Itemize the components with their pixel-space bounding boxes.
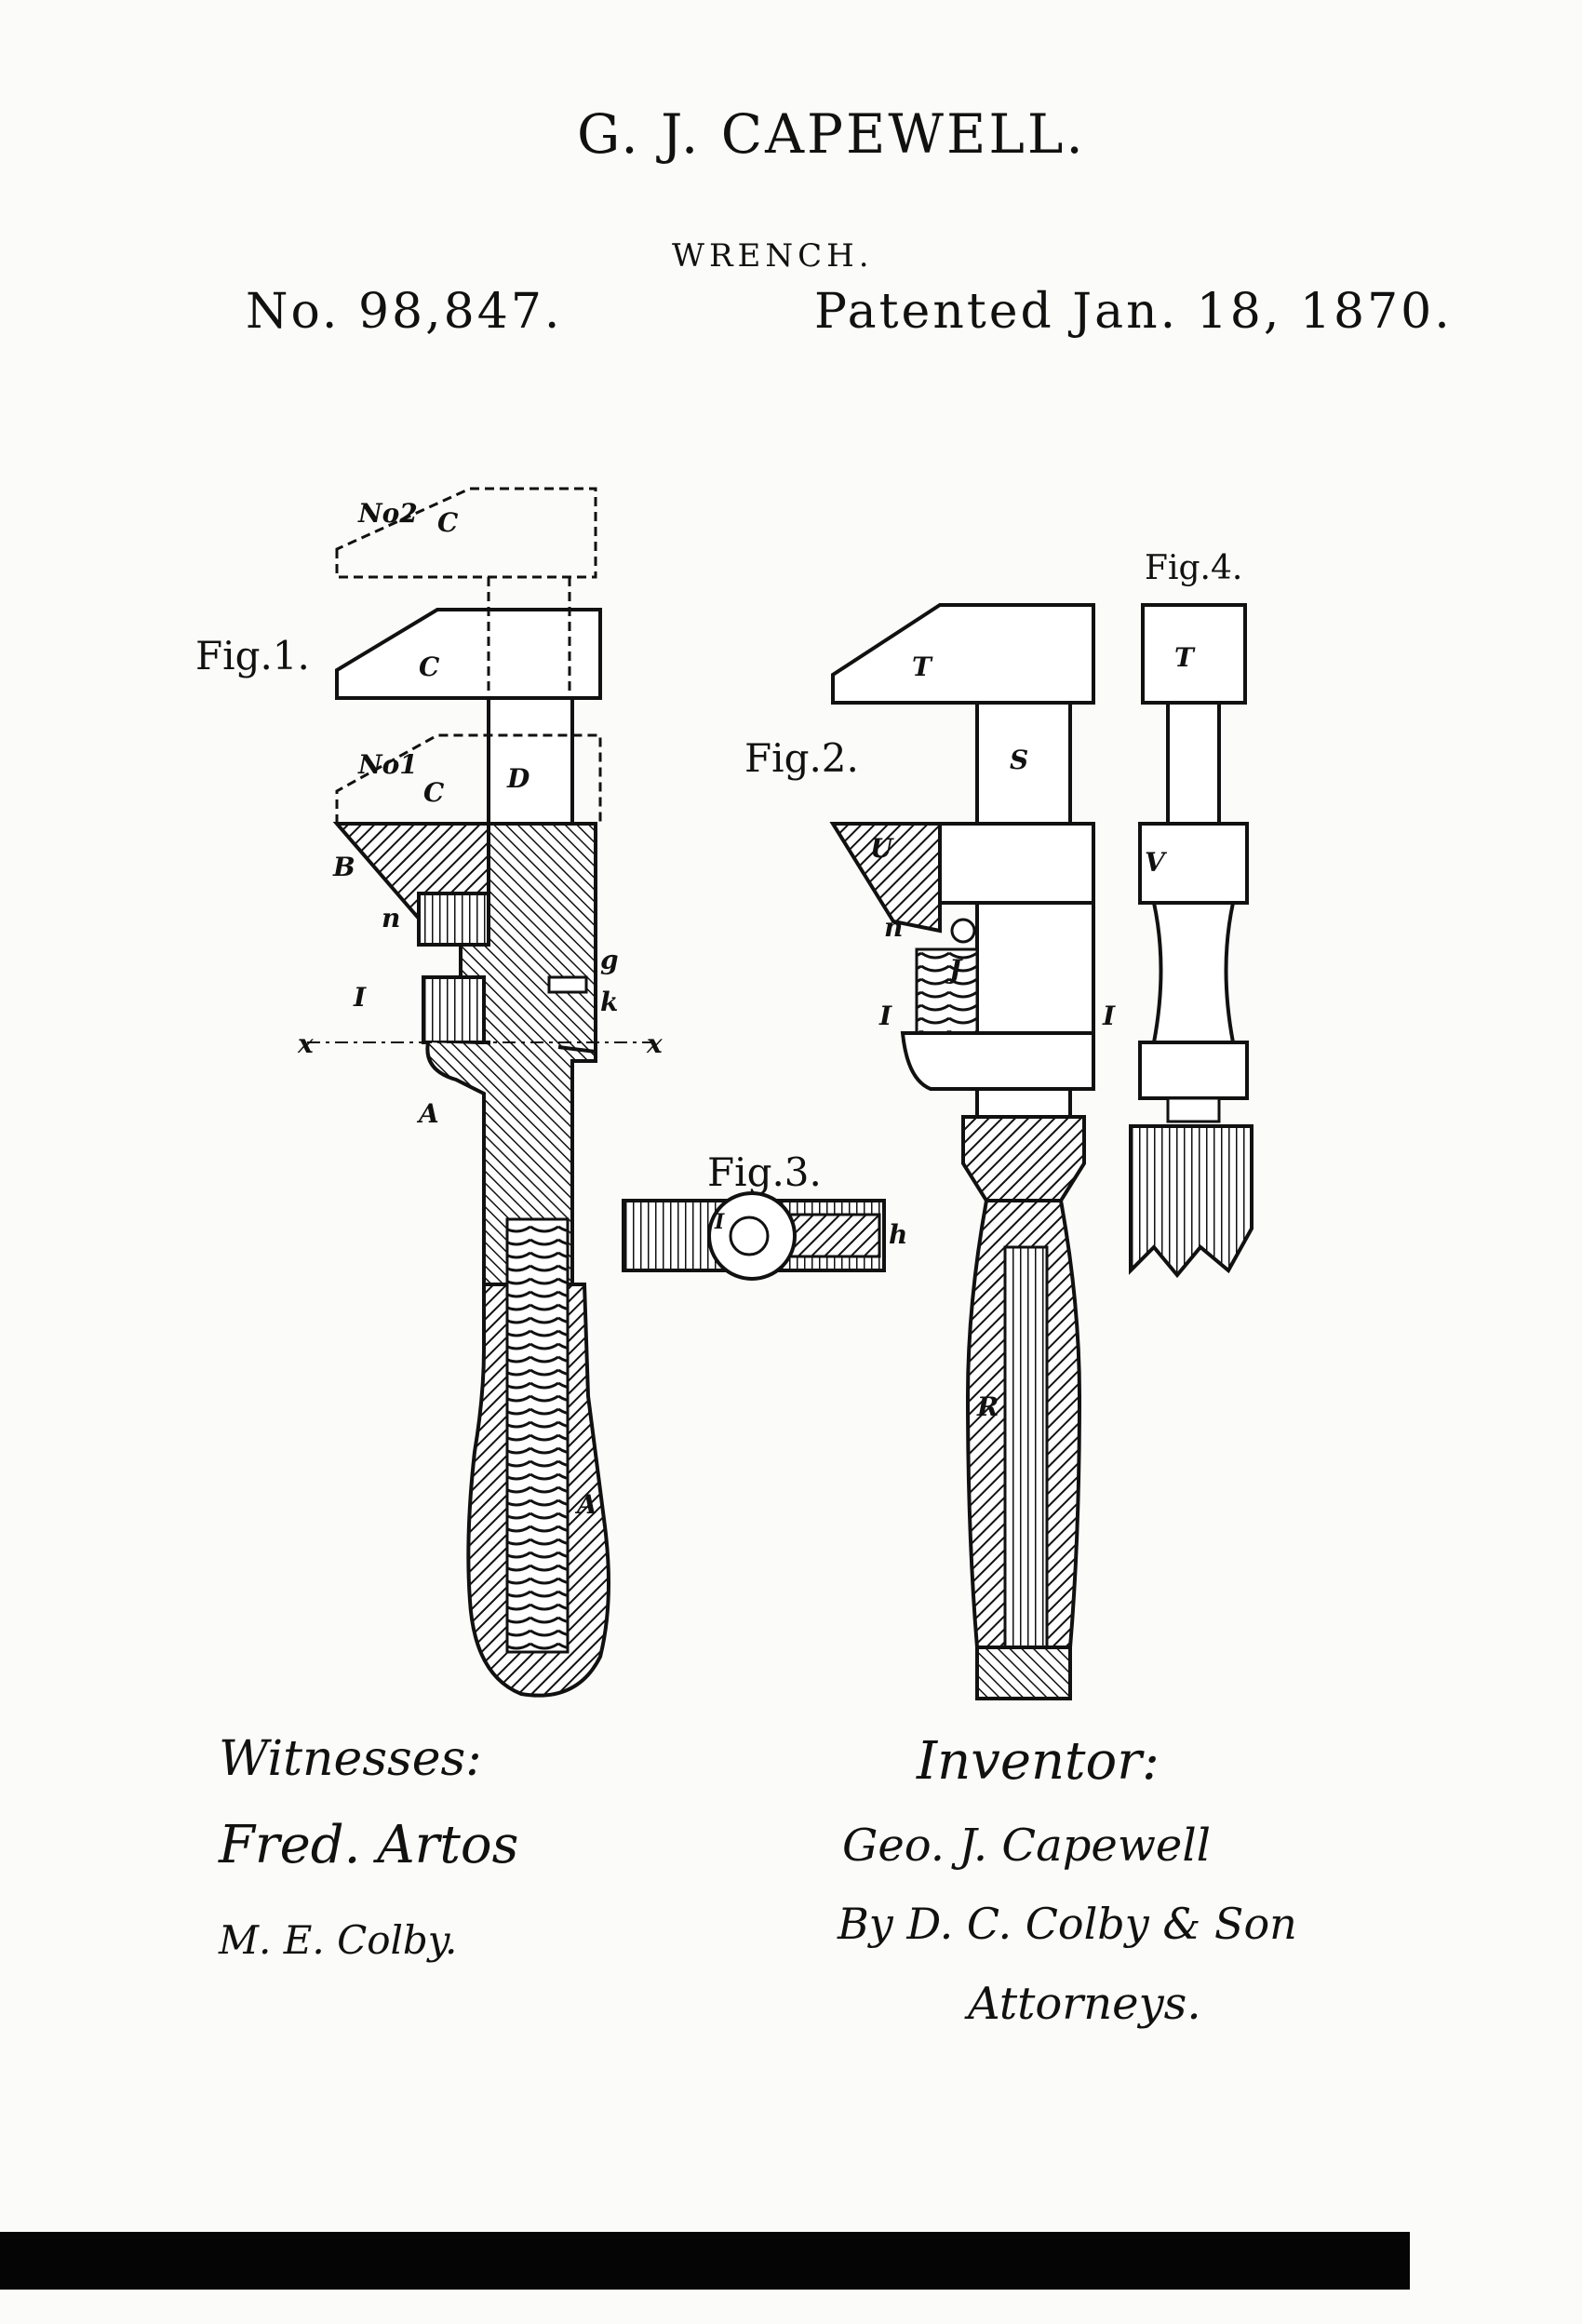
label-a-lower: A	[577, 1489, 597, 1520]
label-n-fig2: n	[884, 912, 904, 943]
figure-2	[829, 603, 1095, 1700]
attorney-line: By D. C. Colby & Son	[838, 1899, 1297, 1949]
label-i-fig4: I	[1103, 1001, 1116, 1031]
inventor-name: G. J. CAPEWELL.	[577, 102, 1086, 166]
label-t-fig2: T	[912, 652, 932, 682]
patent-number: No. 98,847.	[246, 284, 563, 340]
label-no1: No1	[358, 749, 418, 780]
label-c-upper: C	[437, 507, 459, 538]
label-d: D	[507, 763, 530, 794]
label-r: R	[977, 1391, 999, 1422]
fig-2-label: Fig.2.	[744, 735, 859, 781]
label-a-upper: A	[419, 1098, 439, 1129]
attorneys-label: Attorneys.	[968, 1978, 1201, 2030]
fig-1-label: Fig.1.	[195, 633, 310, 678]
figure-4	[1129, 603, 1254, 1279]
label-n-fig1: n	[382, 903, 401, 934]
label-h: h	[889, 1219, 908, 1250]
inventor-signature: Geo. J. Capewell	[842, 1820, 1212, 1872]
patent-date: Patented Jan. 18, 1870.	[814, 284, 1453, 340]
fig-3-label: Fig.3.	[707, 1149, 822, 1195]
label-t-fig4: T	[1174, 642, 1194, 673]
witness-2-signature: M. E. Colby.	[219, 1917, 458, 1963]
label-c-lower: C	[423, 777, 445, 808]
label-i-fig2: I	[879, 1001, 892, 1031]
fig-4-label: Fig.4.	[1145, 549, 1243, 587]
label-x-right: x	[647, 1028, 663, 1059]
inventor-label: Inventor:	[917, 1731, 1160, 1792]
label-v: V	[1145, 847, 1165, 878]
patent-title: WRENCH.	[672, 237, 874, 275]
label-u: U	[870, 833, 893, 864]
label-b: B	[333, 852, 355, 882]
figure-1	[307, 487, 651, 1698]
label-k: k	[600, 987, 619, 1017]
scan-border-bar	[0, 2232, 1410, 2290]
label-c: C	[419, 652, 440, 682]
witness-1-signature: Fred. Artos	[219, 1815, 519, 1875]
label-j: J	[949, 954, 962, 985]
label-s: S	[1010, 745, 1029, 775]
label-x-left: x	[298, 1028, 314, 1059]
figure-3	[622, 1191, 886, 1281]
label-no2: No2	[358, 498, 418, 529]
label-i-fig1: I	[354, 982, 367, 1013]
witnesses-label: Witnesses:	[219, 1731, 482, 1787]
label-g: g	[600, 945, 619, 975]
label-i-fig3: I	[715, 1210, 725, 1234]
